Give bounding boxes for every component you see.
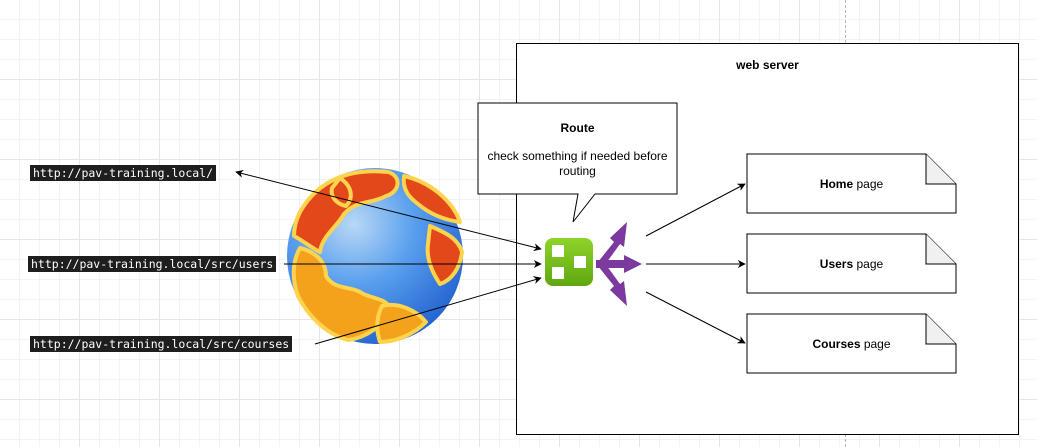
- page-label-home: Home page: [747, 177, 956, 191]
- document-icon: [746, 153, 957, 214]
- page-suffix-users: page: [853, 257, 884, 271]
- document-icon: [746, 233, 957, 294]
- page-name-home: Home: [819, 177, 854, 191]
- page-name-courses: Courses: [812, 337, 861, 351]
- page-name-users: Users: [819, 257, 854, 271]
- route-title: Route: [560, 121, 595, 135]
- url-home[interactable]: http://pav-training.local/: [30, 165, 217, 181]
- page-suffix-home: page: [853, 177, 884, 191]
- globe-icon: [287, 168, 464, 344]
- connector-home: [235, 169, 542, 252]
- router-icon[interactable]: [545, 238, 593, 286]
- page-suffix-courses: page: [860, 337, 891, 351]
- url-courses[interactable]: http://pav-training.local/src/courses: [30, 336, 293, 352]
- page-label-courses: Courses page: [747, 337, 956, 351]
- document-icon: [746, 313, 957, 374]
- url-users[interactable]: http://pav-training.local/src/users: [28, 256, 277, 272]
- connector-to-courses-page: [645, 291, 746, 344]
- connector-courses: [314, 276, 542, 345]
- split-arrows-icon: [596, 222, 642, 306]
- page-label-users: Users page: [747, 257, 956, 271]
- web-server-title: web server: [736, 58, 799, 72]
- connector-to-home-page: [645, 183, 746, 237]
- route-description: check something if needed before routing: [487, 149, 668, 178]
